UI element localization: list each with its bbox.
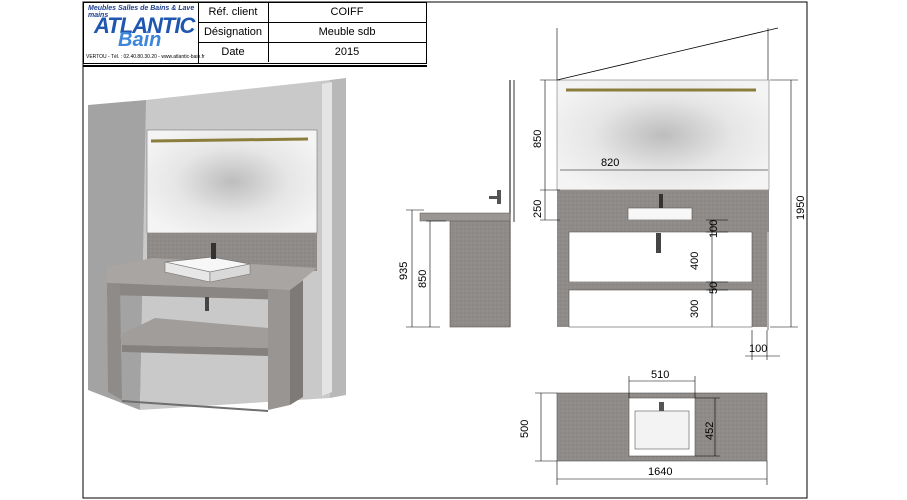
door-frame: [322, 82, 332, 396]
date-value: 2015: [334, 46, 360, 58]
perspective-shelf: [120, 318, 268, 348]
wall-column: [330, 78, 346, 398]
designation-value: Meuble sdb: [318, 26, 376, 38]
perspective-countertop-edge: [107, 283, 290, 300]
title-block: Meubles Salles de Bains & Lave mains ATL…: [83, 2, 427, 64]
logo-brand-line1: ATLANTIC: [94, 13, 195, 38]
side-countertop: [419, 212, 511, 222]
front-lower-opening: [568, 289, 753, 328]
ref-row: Réf. client COIFF: [198, 3, 426, 23]
front-faucet-icon: [659, 194, 663, 208]
top-sink-width-label: 510: [651, 369, 669, 381]
perspective-light-bar: [150, 137, 309, 143]
perspective-left-leg: [107, 283, 122, 400]
date-label: Date: [198, 43, 269, 62]
ref-value: COIFF: [330, 6, 364, 18]
logo-tagline: Meubles Salles de Bains & Lave mains: [88, 5, 195, 19]
front-drain-pipe: [656, 233, 661, 253]
front-drawer-height-label: 400: [689, 252, 701, 270]
date-row: Date 2015: [198, 43, 426, 63]
logo-brand-line2: Bain: [118, 29, 162, 51]
side-view: 935 850: [398, 80, 515, 328]
top-sink-depth-label: 452: [704, 422, 716, 440]
front-top-thickness-label: 100: [708, 220, 720, 238]
perspective-drain-pipe: [205, 297, 209, 311]
top-view: 510 500 452 1640: [519, 369, 768, 485]
sheet-border: [82, 1, 808, 499]
front-ceiling-line: [556, 27, 779, 81]
front-mirror: [556, 79, 770, 191]
front-mirror-width-label: 820: [601, 157, 619, 169]
front-overall-height-label: 1950: [795, 196, 807, 220]
front-mirror-height-label: 850: [532, 130, 544, 148]
side-faucet-icon: [489, 196, 501, 199]
designation-row: Désignation Meuble sdb: [198, 23, 426, 43]
front-view: 850 250 820 100 400 50 300: [532, 27, 807, 360]
front-shelf-thickness-label: 50: [708, 282, 720, 294]
perspective-right-leg: [268, 290, 290, 410]
side-total-height-label: 935: [398, 262, 410, 280]
front-countertop: [557, 220, 769, 232]
side-counter-height-label: 850: [417, 270, 429, 288]
front-basin: [627, 207, 693, 221]
front-left-leg: [557, 232, 569, 327]
company-logo: Meubles Salles de Bains & Lave mains ATL…: [84, 3, 205, 63]
front-base-height-label: 300: [689, 300, 701, 318]
designation-label: Désignation: [198, 23, 269, 42]
front-right-leg: [752, 232, 767, 327]
front-leg-width-label: 100: [749, 343, 767, 355]
top-faucet-icon: [659, 402, 664, 411]
front-splash-height-label: 250: [532, 200, 544, 218]
top-basin-bowl: [634, 410, 690, 450]
perspective-mirror: [146, 129, 318, 234]
side-cabinet: [449, 219, 511, 328]
ref-label: Réf. client: [198, 3, 269, 22]
front-shelf: [569, 282, 752, 290]
logo-footer: VERTOU - Tél. : 02.40.80.30.20 - www.atl…: [86, 54, 205, 60]
top-width-label: 1640: [648, 466, 672, 478]
top-depth-label: 500: [519, 420, 531, 438]
perspective-faucet-icon: [211, 243, 216, 259]
perspective-view: [88, 78, 346, 412]
